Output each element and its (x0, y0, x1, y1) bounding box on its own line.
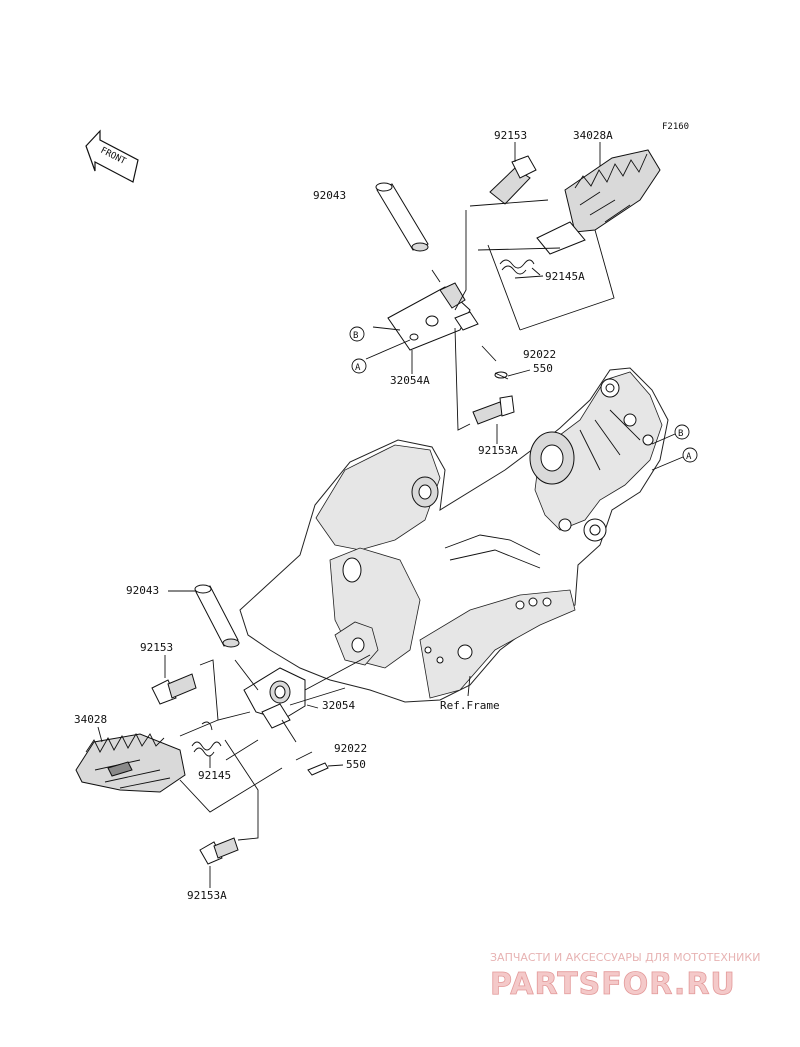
label-92043-top: 92043 (313, 189, 346, 202)
footpeg-34028A (536, 149, 661, 255)
label-32054: 32054 (322, 699, 355, 712)
callout-b-left: B (349, 326, 365, 342)
label-550-top: 550 (533, 362, 553, 375)
pin-92043-bottom (194, 584, 240, 648)
bolt-92153A-bottom (199, 837, 239, 865)
svg-text:A: A (355, 363, 361, 373)
label-92153-top: 92153 (494, 129, 527, 142)
washer-92022-top (481, 345, 509, 380)
label-ref-frame: Ref.Frame (440, 699, 500, 712)
watermark-brand: PARTSFOR.RU (490, 967, 736, 1002)
callout-a-left: A (351, 358, 367, 374)
upper-footpeg-assembly (365, 149, 661, 431)
callout-a-right: A (651, 447, 698, 471)
footpeg-34028 (75, 733, 186, 793)
label-92145: 92145 (198, 769, 231, 782)
washer-92022-bottom (295, 751, 329, 776)
callout-b-right: B (651, 424, 690, 445)
bolt-92153-bottom (151, 673, 197, 705)
svg-text:B: B (678, 429, 683, 439)
label-92022-top: 92022 (523, 348, 556, 361)
lower-footpeg-assembly (75, 584, 371, 865)
diagram-code: F2160 (662, 122, 689, 132)
spring-92145 (191, 721, 222, 757)
bolt-92153-top (489, 155, 537, 205)
bracket-32054A (387, 282, 479, 351)
label-92145A: 92145A (545, 270, 585, 283)
label-92153A-top: 92153A (478, 444, 518, 457)
bracket-32054 (243, 667, 306, 729)
label-34028: 34028 (74, 713, 107, 726)
svg-text:B: B (353, 331, 358, 341)
label-92022-bottom: 92022 (334, 742, 367, 755)
frame-drawing (239, 367, 669, 703)
front-arrow-icon: FRONT (85, 129, 139, 183)
spring-92145A (499, 259, 535, 275)
label-92043-bottom: 92043 (126, 584, 159, 597)
label-32054A: 32054A (390, 374, 430, 387)
label-34028A: 34028A (573, 129, 613, 142)
pin-92043-top (375, 182, 429, 252)
watermark-tagline: ЗАПЧАСТИ И АКСЕССУАРЫ ДЛЯ МОТОТЕХНИКИ (490, 951, 760, 964)
label-550-bottom: 550 (346, 758, 366, 771)
watermark: ЗАПЧАСТИ И АКСЕССУАРЫ ДЛЯ МОТОТЕХНИКИ PA… (490, 951, 761, 1002)
svg-text:A: A (686, 452, 692, 462)
bolt-92153A-top (472, 395, 515, 425)
label-92153A-bottom: 92153A (187, 889, 227, 902)
label-92153-bottom: 92153 (140, 641, 173, 654)
